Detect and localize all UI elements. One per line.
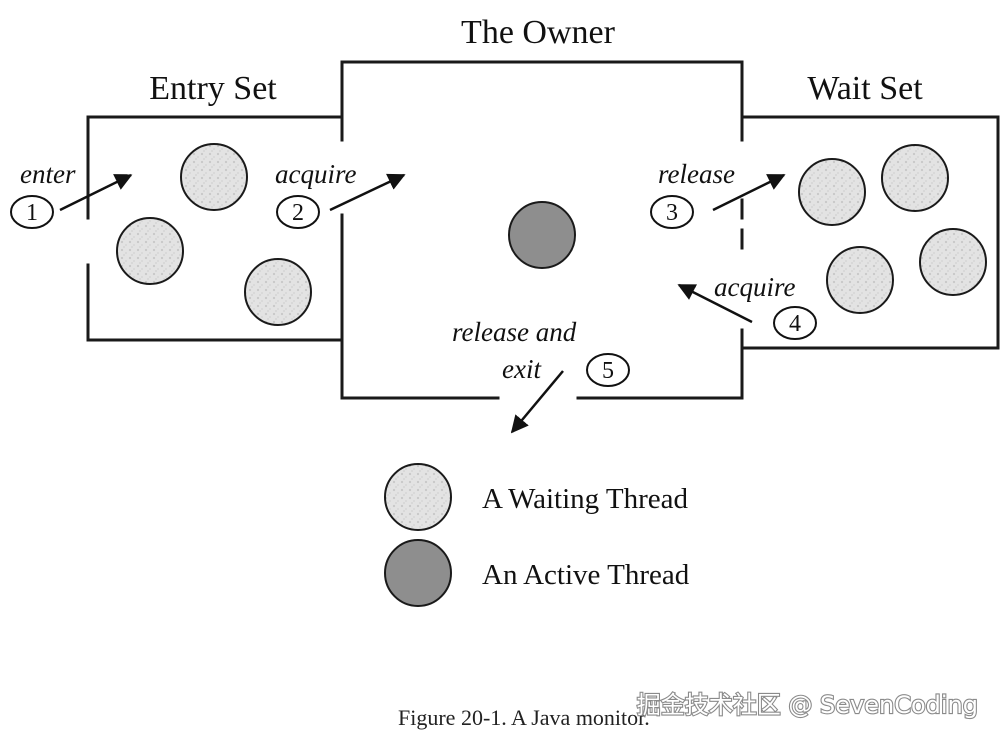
step-acquire-owner: acquire 2	[275, 159, 406, 229]
step-2-number: 2	[292, 200, 304, 226]
entry-set-box	[86, 115, 344, 342]
exit-arrow	[510, 370, 564, 434]
legend-waiting-label: A Waiting Thread	[482, 483, 689, 515]
waiting-thread	[919, 228, 987, 296]
step-1-ring	[10, 195, 54, 229]
legend-active-label: An Active Thread	[482, 559, 690, 591]
step-2-ring	[276, 195, 320, 229]
owner-title: The Owner	[461, 14, 616, 51]
waiting-thread	[826, 246, 894, 314]
acquire-owner-arrow	[329, 173, 406, 212]
watermark: 掘金技术社区 @ SevenCoding	[637, 691, 978, 719]
acquire-wait-arrow	[677, 283, 753, 324]
step-3-ring	[650, 195, 694, 229]
step-enter-label: enter	[20, 159, 76, 189]
waiting-thread	[244, 258, 312, 326]
step-acquire-wait-label: acquire	[714, 272, 795, 302]
owner-box	[340, 60, 744, 400]
step-release-exit: release and exit 5	[452, 317, 630, 434]
legend-active-swatch	[384, 539, 452, 607]
step-release-exit-label-line2: exit	[502, 354, 542, 384]
step-3-number: 3	[666, 200, 678, 226]
enter-arrow	[59, 173, 133, 212]
waiting-thread	[116, 217, 184, 285]
entry-set-title: Entry Set	[149, 70, 277, 107]
entry-set-threads	[116, 143, 312, 326]
step-4-ring	[773, 306, 817, 340]
active-thread	[508, 201, 576, 269]
step-release-exit-label-line1: release and	[452, 317, 577, 347]
waiting-thread	[798, 158, 866, 226]
waiting-thread	[180, 143, 248, 211]
wait-set-threads	[798, 144, 987, 314]
wait-set-title: Wait Set	[807, 70, 923, 107]
step-4-number: 4	[789, 311, 801, 337]
waiting-thread	[881, 144, 949, 212]
step-5-number: 5	[602, 358, 614, 384]
wait-set-box	[740, 115, 1000, 350]
legend: A Waiting Thread An Active Thread	[384, 463, 690, 607]
step-release-label: release	[658, 159, 735, 189]
step-acquire-wait: acquire 4	[677, 272, 817, 340]
figure-caption: Figure 20-1. A Java monitor.	[398, 705, 650, 730]
release-arrow	[712, 173, 786, 212]
step-5-ring	[586, 353, 630, 387]
legend-waiting-swatch	[384, 463, 452, 531]
step-1-number: 1	[26, 200, 38, 226]
step-acquire-owner-label: acquire	[275, 159, 356, 189]
step-enter: enter 1	[10, 159, 133, 229]
step-release: release 3	[650, 159, 786, 229]
